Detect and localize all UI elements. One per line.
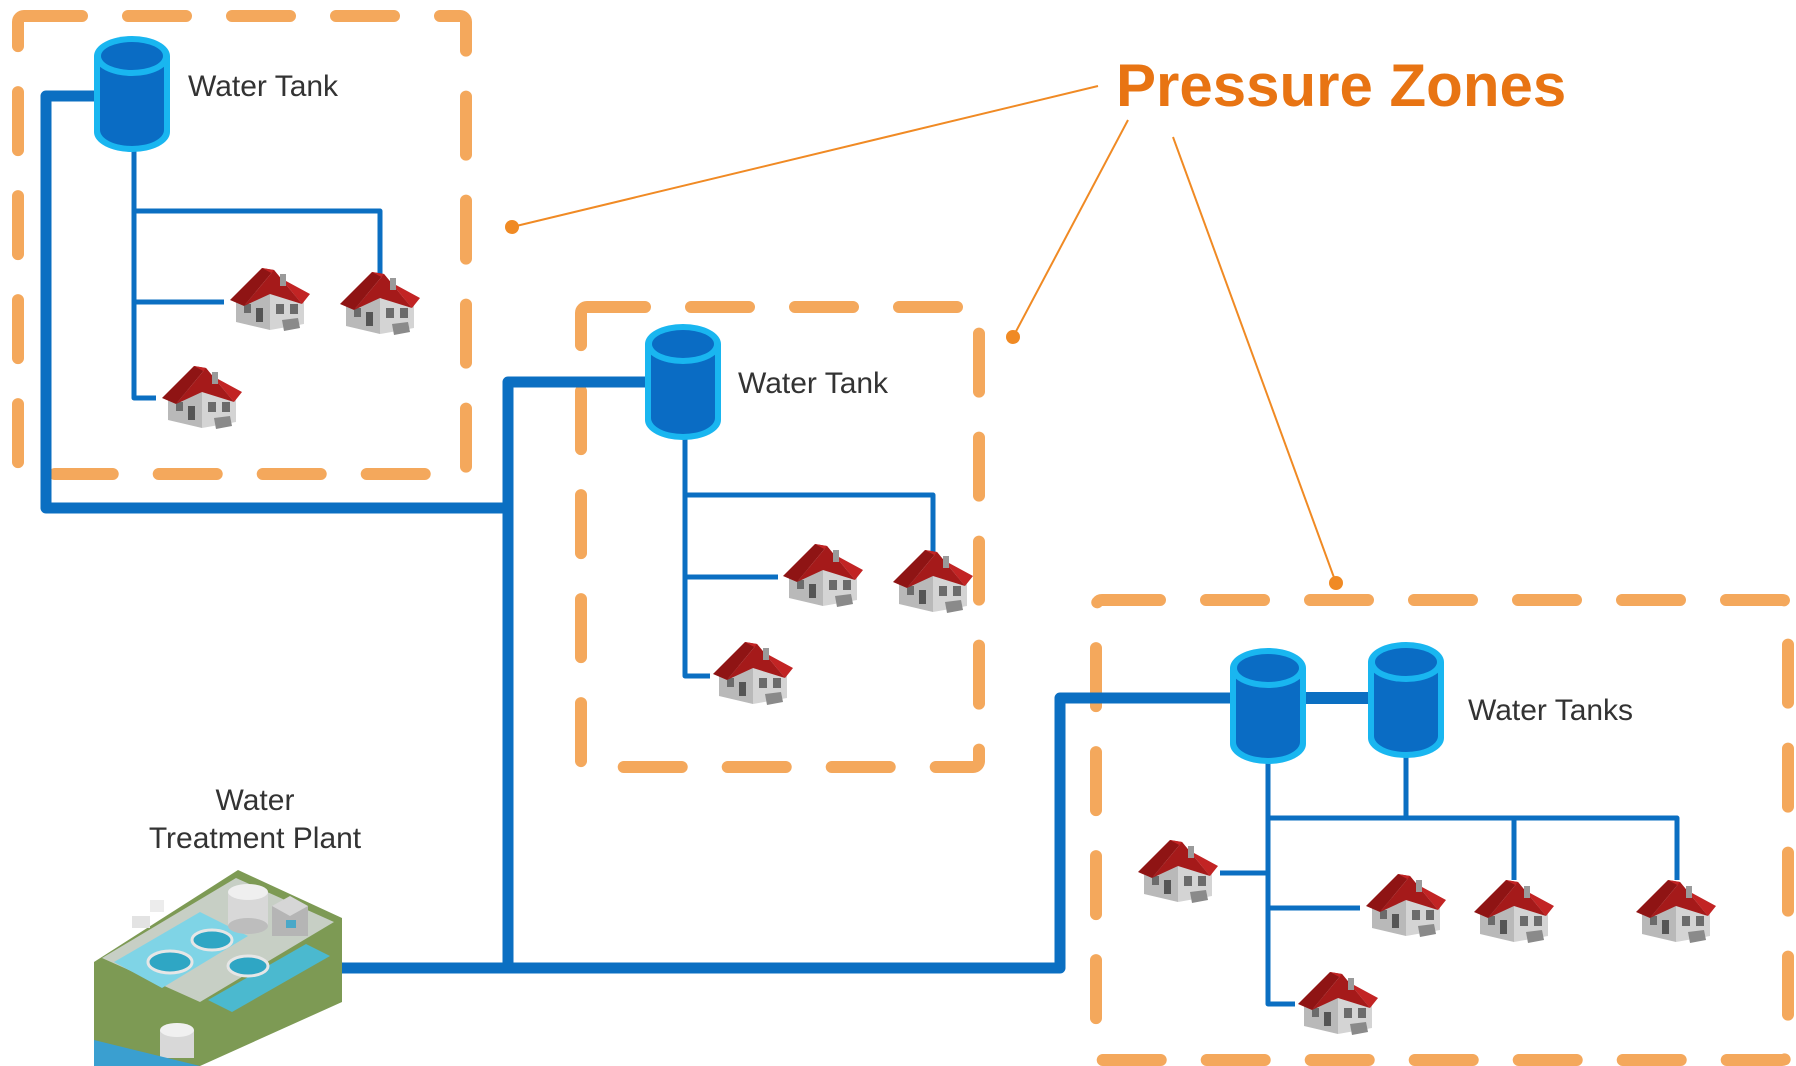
- house-icon: [713, 642, 793, 705]
- plant-label-line-2: Treatment Plant: [149, 822, 362, 855]
- house-icon: [230, 268, 310, 331]
- pressure-zones-title: Pressure Zones: [1116, 52, 1566, 119]
- zone-1-water-tank-icon: [94, 36, 170, 152]
- main-pipe-to-zone-1: [40, 90, 514, 968]
- callout-lines: [505, 85, 1343, 590]
- zone-3-water-tank-a-icon: [1230, 648, 1306, 764]
- zone-3-tanks-label: Water Tanks: [1468, 694, 1633, 727]
- zone-2-tank-label: Water Tank: [738, 367, 889, 400]
- callout-dot-zone-2: [1006, 330, 1020, 344]
- pressure-zone-1-box: [12, 10, 472, 480]
- distribution-pipes: [131, 146, 1680, 1007]
- callout-dot-zone-1: [505, 220, 519, 234]
- house-icon: [162, 366, 242, 429]
- house-icon: [783, 544, 863, 607]
- main-pipe-to-zone-2: [502, 376, 650, 508]
- zone-1-tank-label: Water Tank: [188, 70, 339, 103]
- main-pipe-plant-to-zone-3: [338, 692, 1232, 974]
- house-icon: [1366, 874, 1446, 937]
- house-icon: [1474, 880, 1554, 943]
- pressure-zone-2-box: [575, 301, 985, 773]
- house-icon: [1138, 840, 1218, 903]
- plant-label-line-1: Water: [216, 784, 295, 817]
- house-icon: [893, 550, 973, 613]
- house-icon: [1636, 880, 1716, 943]
- main-pipes: [40, 90, 1372, 974]
- callout-dot-zone-3: [1329, 576, 1343, 590]
- zone-2-water-tank-icon: [645, 324, 721, 440]
- house-icon: [340, 272, 420, 335]
- houses: [162, 268, 1716, 1035]
- zone-3-water-tank-b-icon: [1368, 642, 1444, 758]
- pressure-zone-3-box: [1090, 594, 1794, 1066]
- house-icon: [1298, 972, 1378, 1035]
- pressure-zone-boxes: [12, 10, 1794, 1066]
- water-treatment-plant-icon: [94, 870, 342, 1066]
